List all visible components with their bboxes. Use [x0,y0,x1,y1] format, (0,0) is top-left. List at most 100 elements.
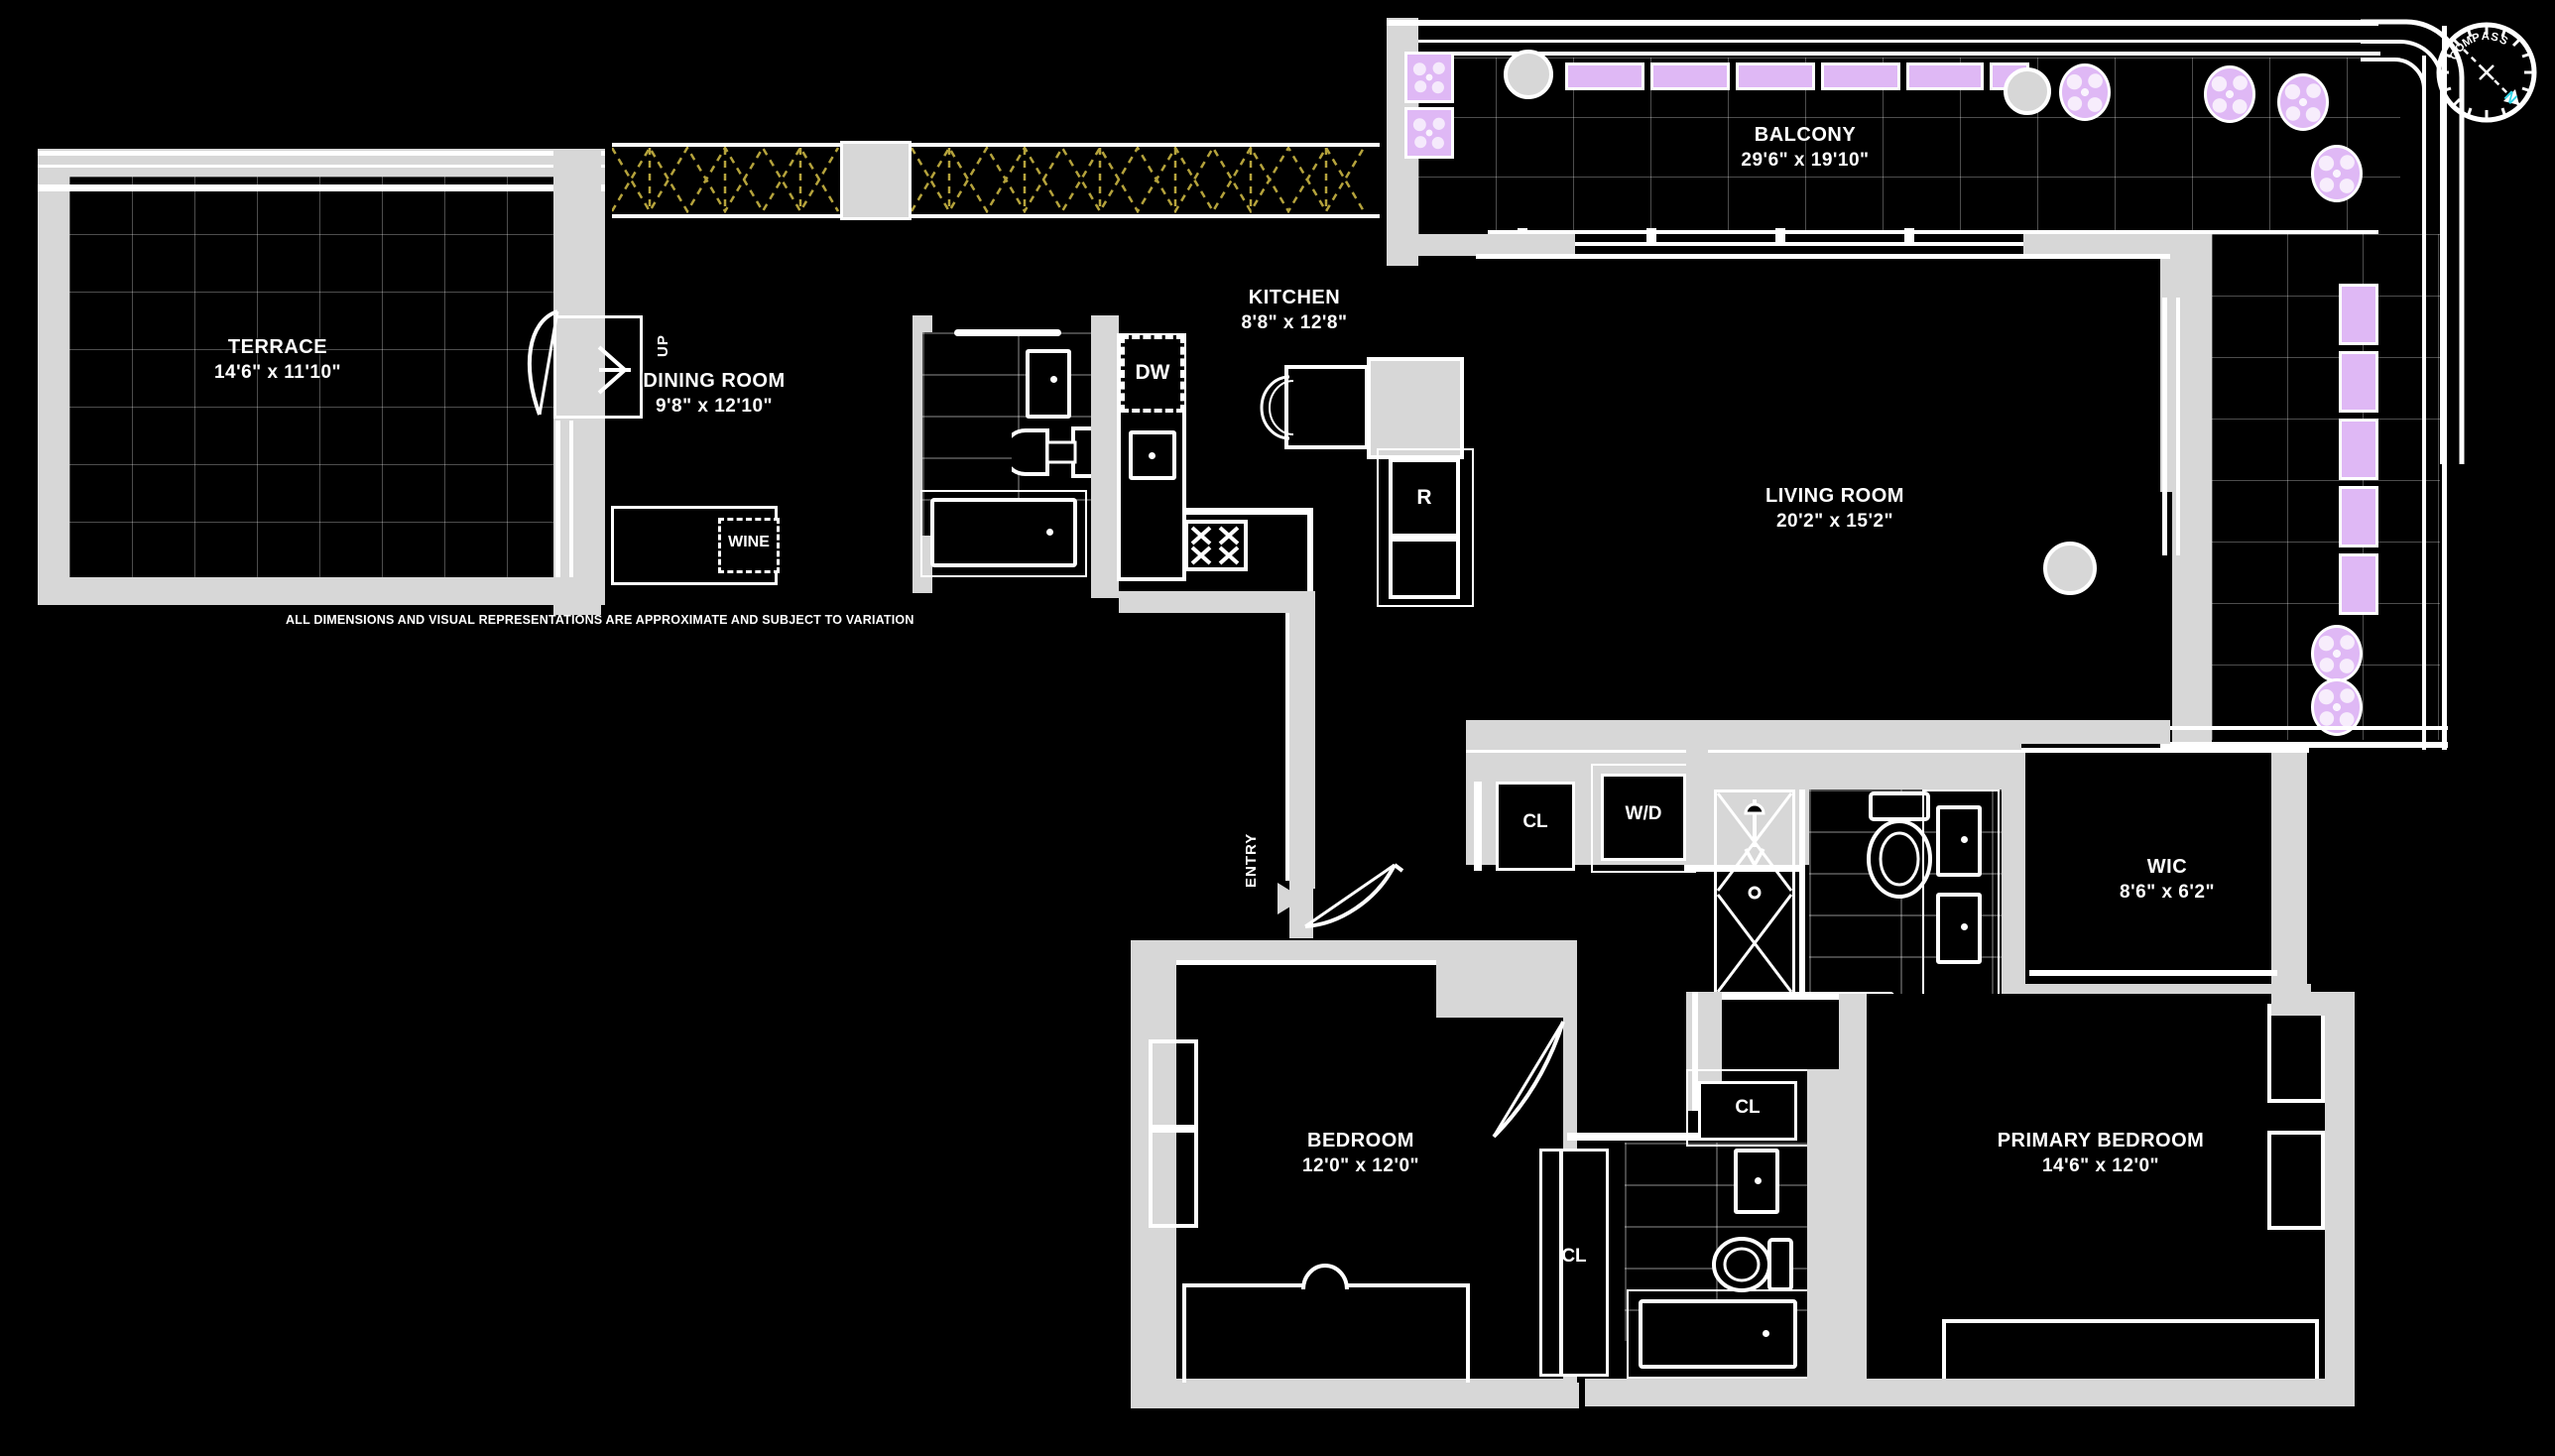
svg-text:S: S [2497,34,2510,48]
primary-bath-sink-1-drain-icon [1961,836,1968,843]
closet-3-surround [1686,1069,1809,1147]
cooktop [1184,520,1248,571]
room-label-balcony: BALCONY 29'6" x 19'10" [1642,123,1969,173]
balcony-planter-square-1 [1404,52,1454,103]
guest-bath-tub-drain-icon [1046,529,1053,536]
primary-bath-sink-1 [1936,805,1982,877]
east-planter-1 [2339,284,2378,345]
kitchen-counter-bottom [1184,508,1313,515]
washer-dryer-label: W/D [1625,803,1662,824]
closet-1-door [1474,782,1482,871]
balcony-rail-top-2 [1418,40,2380,43]
bedroom-window-seat-upper [1149,1039,1198,1129]
kitchen-counter-right-edge [1307,508,1313,593]
primary-bedroom-nightstand-upper [2267,1004,2325,1103]
terrace-rail-top-2 [38,165,605,168]
wic-wall-top-line [2002,748,2309,753]
wine-label: WINE [728,534,770,550]
room-label-wic: WIC 8'6" x 6'2" [2063,855,2271,905]
living-dimensions: 20'2" x 15'2" [1775,510,1894,532]
primary-bath-sink-2 [1936,893,1982,964]
room-label-primary-bedroom: PRIMARY BEDROOM 14'6" x 12'0" [1883,1129,2319,1178]
svg-text:A: A [2481,31,2490,43]
svg-text:S: S [2490,31,2499,44]
bedroom-wall-line-top [1176,960,1563,965]
guest-bath-tub-surround [920,490,1087,577]
balcony-inner-rail-2 [1488,242,2378,246]
bedroom-door-swing-icon [1488,1014,1567,1148]
closet-2-door-header [1567,1133,1716,1141]
balcony-table-1 [1504,50,1553,99]
terrace-door-leaf-2 [569,421,573,577]
refrigerator-lower [1389,538,1460,599]
living-top-wall-left [1387,234,1575,256]
east-planter-3 [2339,419,2378,480]
balcony-rail-top-3 [1418,52,2380,56]
east-rail-bottom-2 [2160,726,2448,730]
hall-bottom-wall [1131,1383,1579,1408]
second-bath-sink-drain-icon [1755,1177,1762,1184]
washer-dryer [1601,774,1686,861]
balcony-inner-rail [1488,230,2378,234]
east-planter-4 [2339,486,2378,547]
stair-up-arrow-icon [591,337,641,402]
terrace-dimensions: 14'6" x 11'10" [213,361,342,383]
refrigerator-label: R [1416,486,1432,509]
bedroom-bath-bottom-wall [1585,1379,1853,1406]
primary-bath-toilet-icon [1859,791,1940,904]
primary-bedroom-bed [1942,1319,2319,1385]
living-room-table [2043,542,2097,595]
balcony-table-2 [2004,67,2051,115]
living-wall-top-line [1476,254,2170,259]
closet-2-label: CL [1561,1246,1587,1267]
balcony-planter-box-3 [1736,62,1815,90]
second-bath-wall-right [1807,1069,1839,1379]
trellis-railing-left [612,144,840,215]
terrace-door-leaf-1 [555,421,560,577]
primary-bath-vanity [1922,789,2000,996]
trellis-rail-bot-left [612,214,842,218]
wic-wall-right [2271,750,2307,994]
balcony-planter-round-2 [2204,65,2255,123]
primary-bath-wall-left [1686,750,1708,869]
room-label-bedroom: BEDROOM 12'0" x 12'0" [1212,1129,1510,1178]
east-planter-5 [2339,553,2378,615]
bedroom-notch-wall [1436,960,1569,1018]
room-label-dining: DINING ROOM 9'8" x 12'10" [550,369,878,419]
primary-bedroom-floor [1867,994,2331,1381]
primary-bedroom-wall-left [1839,994,1867,1406]
balcony-planter-box-4 [1821,62,1900,90]
wic-closet-rod [2029,970,2277,976]
terrace-door-swing-icon [514,307,583,426]
terrace-rail-top-3 [38,184,605,191]
primary-bath-floor [1809,789,2025,996]
balcony-rail-post-4 [1904,228,1914,246]
bedroom-dimensions: 12'0" x 12'0" [1301,1154,1420,1176]
second-bath-tub [1639,1299,1797,1369]
balcony-rail-post-3 [1775,228,1785,246]
hall-return-wall-line [1692,992,1698,1111]
east-rail-bottom [2160,742,2448,748]
bedroom-name: BEDROOM [1307,1130,1414,1152]
primary-bedroom-wall-bottom [1839,1379,2355,1406]
entry-label: ENTRY [1243,832,1260,888]
kitchen-wall-left [1091,315,1119,598]
wic-wall-left [2002,750,2025,998]
living-east-window-line-2 [2176,298,2180,555]
bedroom-bed [1182,1283,1470,1387]
living-to-hall-wall [1466,720,2021,750]
second-bath-toilet-icon [1704,1234,1795,1300]
washer-dryer-surround [1591,764,1696,873]
trellis-rail-top-right [912,143,1380,147]
compass-rose-icon: N C O M P A S S [2432,18,2541,127]
trellis-railing-right [912,144,1378,215]
guest-bath-counter-line [954,329,1061,336]
primary-bath-sink-2-drain-icon [1961,923,1968,930]
kitchen-dining-divider [1289,591,1315,889]
stair-box [553,315,643,419]
kitchen-peninsula-curve-icon [1256,375,1295,445]
guest-bath-sink [1026,349,1071,419]
balcony-planter-square-2 [1404,107,1454,159]
trellis-pier-1 [840,141,912,220]
